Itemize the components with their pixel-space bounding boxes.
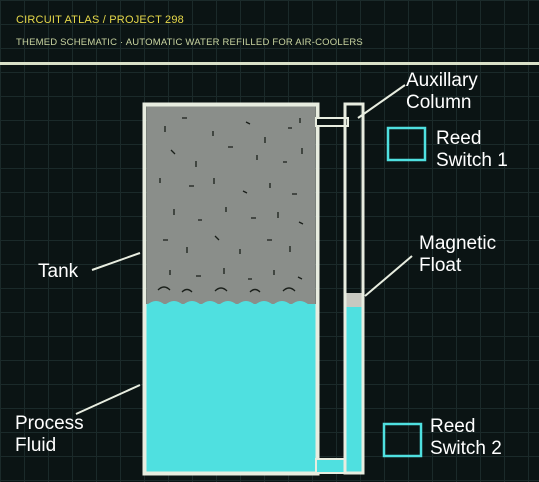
page-subtitle: THEMED SCHEMATIC · AUTOMATIC WATER REFIL… bbox=[16, 37, 363, 48]
bottom-connection-tube bbox=[315, 458, 349, 474]
header: CIRCUIT ATLAS / PROJECT 298 THEMED SCHEM… bbox=[0, 0, 539, 68]
column-fluid bbox=[346, 305, 362, 473]
fluid-surface bbox=[147, 301, 309, 311]
label-auxillary-column: Auxillary Column bbox=[406, 70, 478, 113]
label-process-fluid: Process Fluid bbox=[15, 413, 84, 456]
tank-upper-region bbox=[147, 106, 315, 308]
connecting-tubes bbox=[315, 117, 349, 474]
leader-process-fluid bbox=[75, 384, 141, 415]
magnetic-float bbox=[346, 293, 362, 307]
label-tank: Tank bbox=[38, 261, 79, 282]
reed-switch-2 bbox=[382, 422, 423, 458]
tank-outline bbox=[142, 102, 320, 476]
leader-lines bbox=[75, 84, 413, 415]
leader-magnetic-float bbox=[364, 255, 413, 297]
process-fluid bbox=[144, 304, 317, 472]
label-magnetic-float: Magnetic Float bbox=[419, 233, 497, 276]
header-divider bbox=[0, 62, 539, 65]
speckle-texture bbox=[157, 117, 304, 293]
breadcrumb: CIRCUIT ATLAS / PROJECT 298 bbox=[16, 14, 185, 26]
auxillary-column bbox=[343, 102, 365, 475]
leader-auxillary-column bbox=[357, 84, 406, 119]
column-outline bbox=[343, 102, 365, 475]
leader-tank bbox=[91, 252, 141, 271]
label-reed-switch-1: Reed Switch 1 bbox=[436, 128, 508, 171]
reed-switch-1 bbox=[386, 126, 427, 162]
top-connection-tube bbox=[315, 117, 349, 127]
tank bbox=[142, 102, 320, 476]
label-reed-switch-2: Reed Switch 2 bbox=[430, 416, 502, 459]
